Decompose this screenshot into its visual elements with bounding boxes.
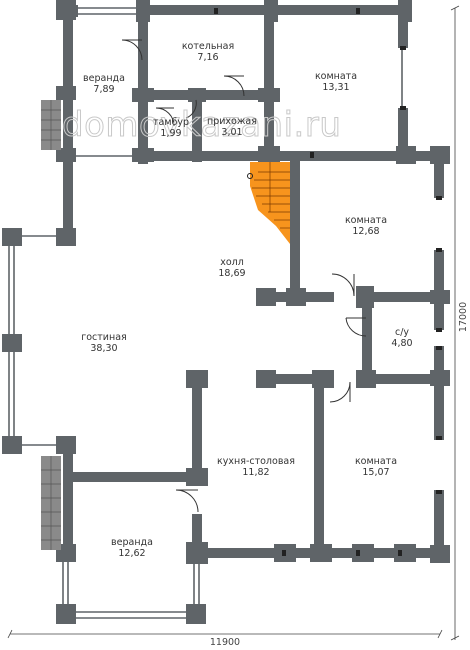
room-name: веранда [83, 73, 125, 84]
room-name: прихожая [207, 116, 257, 127]
porch-steps-top [41, 100, 61, 150]
room-labels: котельная 7,16 веранда 7,89 комната 13,3… [81, 41, 412, 559]
room-area: 7,89 [93, 84, 114, 95]
width-dimension: 11900 [210, 637, 240, 648]
height-dimension: 17000 [458, 302, 469, 332]
dimension-lines [7, 5, 460, 641]
window-marks [214, 8, 442, 556]
room-area: 18,69 [218, 268, 245, 279]
staircase [247, 162, 290, 244]
room-area: 1,99 [160, 128, 181, 139]
porch-steps-bottom [41, 456, 61, 550]
room-name: комната [315, 71, 357, 82]
room-name: комната [345, 215, 387, 226]
room-name: гостиная [81, 332, 126, 343]
room-name: веранда [111, 537, 153, 548]
room-area: 13,31 [322, 82, 349, 93]
room-name: комната [355, 456, 397, 467]
room-area: 11,82 [242, 467, 269, 478]
room-area: 15,07 [362, 467, 389, 478]
watermark: domovkazani.ru [62, 105, 341, 145]
room-name: котельная [182, 41, 234, 52]
room-name: с/у [395, 327, 409, 338]
room-area: 38,30 [90, 343, 117, 354]
door-swings [121, 39, 367, 513]
room-name: холл [220, 257, 244, 268]
room-area: 7,16 [197, 52, 218, 63]
room-area: 12,62 [118, 548, 145, 559]
walls [2, 0, 450, 624]
room-area: 4,80 [391, 338, 412, 349]
room-name: кухня-столовая [217, 456, 295, 467]
veranda-railings [8, 7, 403, 619]
room-area: 3,01 [221, 127, 242, 138]
room-area: 12,68 [352, 226, 379, 237]
room-name: тамбур [153, 117, 189, 128]
